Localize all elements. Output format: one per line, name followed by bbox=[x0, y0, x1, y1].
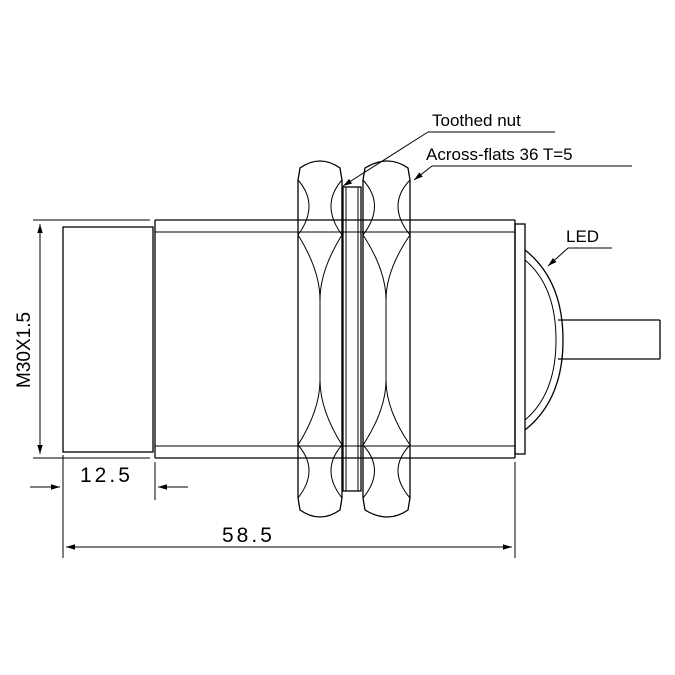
front-length-dimension: 12.5 bbox=[30, 455, 188, 500]
toothed-washer bbox=[342, 186, 362, 492]
total-length-dimension: 58.5 bbox=[62, 462, 516, 558]
across-flats-label: Across-flats 36 T=5 bbox=[426, 145, 573, 164]
sensing-face bbox=[62, 226, 154, 453]
led-label: LED bbox=[566, 227, 599, 246]
total-length-label: 58.5 bbox=[222, 524, 275, 547]
hex-nut-left bbox=[297, 160, 343, 518]
rear-cap bbox=[514, 223, 526, 455]
toothed-nut-callout: Toothed nut bbox=[342, 111, 555, 187]
led-callout: LED bbox=[547, 227, 612, 267]
thread-dimension: M30X1.5 bbox=[14, 219, 150, 459]
thread-size-label: M30X1.5 bbox=[14, 312, 35, 388]
led-dome bbox=[524, 249, 564, 431]
front-length-label: 12.5 bbox=[80, 464, 133, 487]
across-flats-callout: Across-flats 36 T=5 bbox=[413, 145, 632, 181]
toothed-nut-label: Toothed nut bbox=[432, 111, 521, 130]
hex-nut-right bbox=[362, 160, 411, 518]
threaded-body bbox=[154, 219, 516, 459]
cable bbox=[558, 319, 661, 360]
